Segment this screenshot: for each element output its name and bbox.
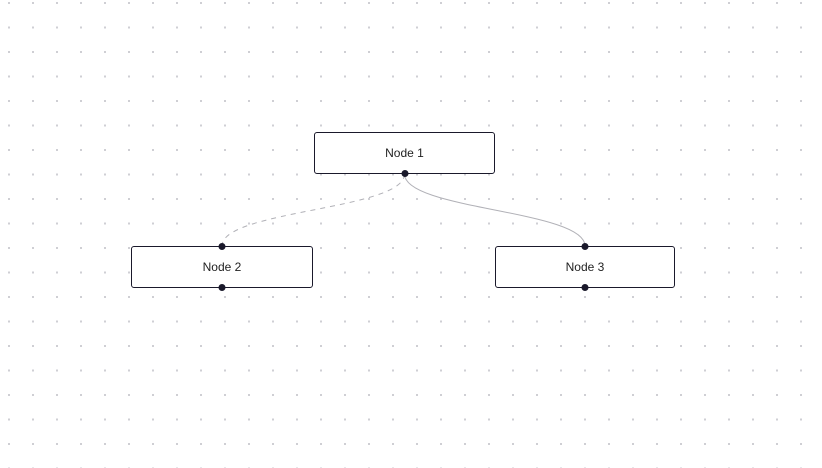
node-node-2[interactable]: Node 2 [131, 243, 313, 291]
node-node-3[interactable]: Node 3 [495, 243, 675, 291]
target-top-handle[interactable] [218, 243, 226, 250]
node-label: Node 3 [565, 260, 605, 274]
target-top-handle[interactable] [581, 243, 589, 250]
edge-node1-node2[interactable] [221, 173, 405, 247]
edge-node1-node3[interactable] [404, 173, 586, 247]
source-bottom-handle[interactable] [218, 284, 226, 291]
node-label: Node 2 [202, 260, 242, 274]
node-label: Node 1 [385, 146, 424, 160]
node-node-1[interactable]: Node 1 [314, 132, 495, 177]
source-bottom-handle[interactable] [401, 170, 408, 177]
source-bottom-handle[interactable] [581, 284, 589, 291]
